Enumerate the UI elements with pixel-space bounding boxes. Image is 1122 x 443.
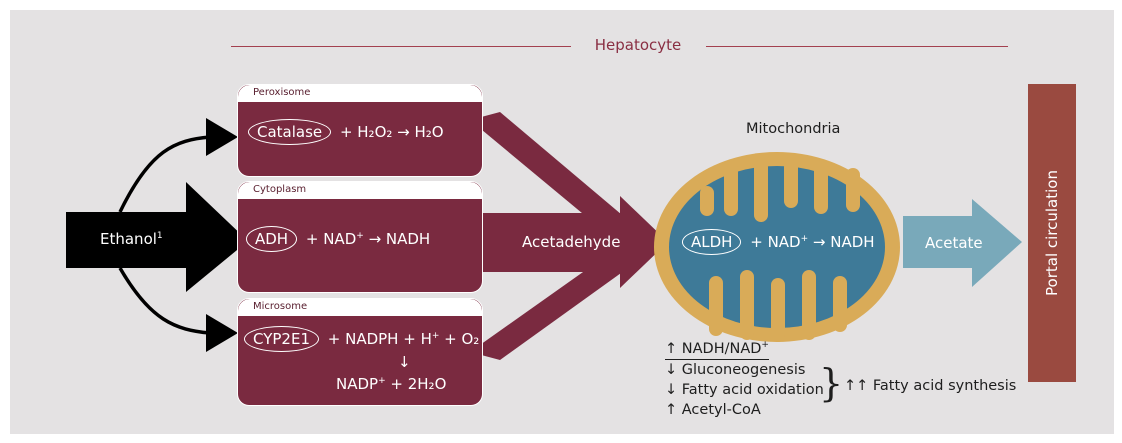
cytoplasm-reaction-sup: + [356,231,364,241]
ethanol-footnote: 1 [156,231,163,241]
cytoplasm-reaction-pre: + NAD [305,230,357,248]
mitochondria-cristae [700,160,860,342]
mitochondria-label: Mitochondria [746,121,841,137]
acetaldehyde-label: Acetadehyde [522,233,621,251]
microsome-down-arrow: ↓ [398,353,411,371]
acetate-arrow [903,199,1022,287]
portal-circulation-label: Portal circulation [1043,170,1061,296]
microsome-product-pre: NADP [336,375,379,393]
adh-enzyme: ADH [246,226,298,252]
aldh-reaction-sup: + [800,234,809,244]
ethanol-upper-arrowhead [206,118,238,156]
aldh-reaction-post: → NADH [808,233,875,251]
fatty-acid-synthesis: ↑↑ Fatty acid synthesis [844,378,1017,394]
portal-circulation: Portal circulation [1028,84,1076,382]
ethanol-lower-curve [118,267,211,335]
cytoplasm-box: Cytoplasm ADH + NAD+ → NADH [237,181,483,293]
diagram-title: Hepatocyte [594,36,682,54]
acetaldehyde-arrow [478,196,668,288]
nadh-ratio-sup: + [761,340,769,350]
ethanol-arrow [66,182,248,292]
microsome-reaction-post: + O₂ [439,330,480,348]
microsome-converge-arrow [470,260,628,360]
cytoplasm-reaction-post: → NADH [363,230,431,248]
microsome-reaction-pre: + NADPH + H [327,330,432,348]
microsome-label: Microsome [253,301,308,312]
ethanol-lower-arrowhead [206,314,238,352]
nadh-ratio-pre: ↑ NADH/NAD [665,340,762,357]
cyp2e1-enzyme: CYP2E1 [244,326,319,352]
microsome-reaction-sup: + [431,331,440,341]
peroxisome-converge-arrow [470,112,628,228]
aldh-enzyme: ALDH [682,229,742,255]
title-line-right [706,46,1008,47]
microsome-product-post: + 2H₂O [385,375,447,393]
portal-circulation-bar [1028,84,1076,382]
microsome-product-sup: + [378,376,386,386]
peroxisome-label: Peroxisome [253,87,311,98]
cytoplasm-label: Cytoplasm [253,184,307,195]
effects-brace: } [819,361,844,405]
title-line-left [231,46,571,47]
aldh-reaction-pre: + NAD [750,233,801,251]
effect-acetyl-coa: ↑ Acetyl-CoA [665,401,761,418]
ethanol-label: Ethanol [100,230,157,248]
microsome-box: Microsome CYP2E1 + NADPH + H+ + O₂ ↓ NAD… [237,298,483,406]
peroxisome-box: Peroxisome Catalase + H₂O₂ → H₂O [237,84,483,177]
ethanol-upper-curve [118,135,211,213]
effect-gluconeogenesis: ↓ Gluconeogenesis [665,361,806,378]
catalase-enzyme: Catalase [248,119,332,145]
acetate-label: Acetate [925,234,983,252]
effect-fatty-acid-oxidation: ↓ Fatty acid oxidation [665,381,824,398]
peroxisome-reaction: + H₂O₂ → H₂O [339,123,444,141]
